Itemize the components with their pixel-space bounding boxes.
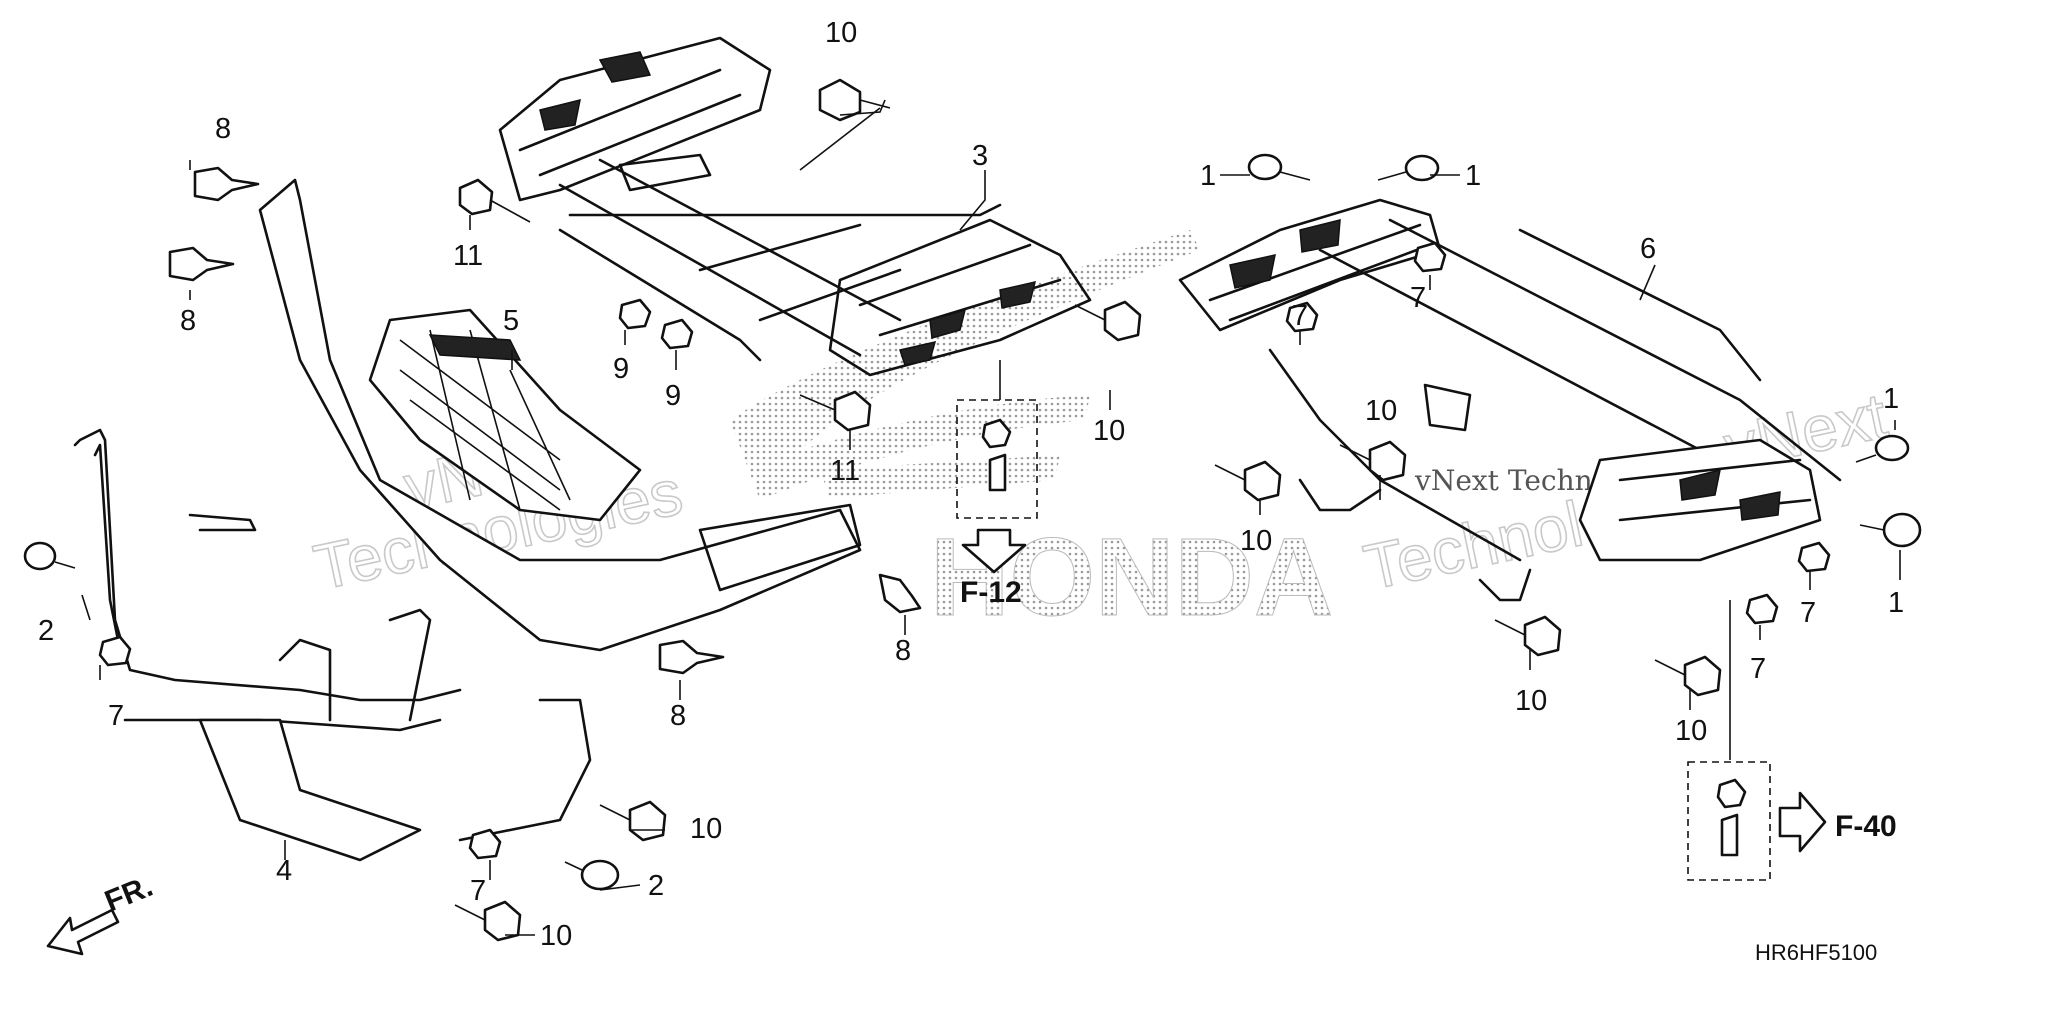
callout-label: 9 (665, 380, 681, 412)
nut-icon (98, 635, 132, 667)
callout-label: 1 (1200, 160, 1216, 192)
honda-logo-text: HONDA (930, 516, 1333, 639)
callout-label: 2 (648, 870, 664, 902)
callouts-right: 1 1 1 1 6 7 7 10 10 10 7 7 10 (1200, 160, 1904, 747)
grommet-icon (1859, 512, 1922, 548)
front-carrier-rack (498, 36, 1092, 377)
honda-wing-logo: HONDA (730, 230, 1334, 640)
nut-icon (1413, 241, 1447, 273)
grommet-icon (1855, 434, 1910, 463)
arrow-down-icon (961, 528, 1027, 574)
nut-icon (1745, 593, 1779, 625)
callout-label: 10 (540, 920, 572, 952)
front-fender-grille (258, 178, 862, 652)
clip-icon (193, 166, 260, 202)
callout-label: 11 (453, 240, 483, 272)
nut-icon (660, 318, 694, 350)
callout-label: 1 (1465, 160, 1481, 192)
arrow-front-icon (46, 908, 120, 956)
ref-arrow-f12: F-12 (960, 528, 1027, 609)
nut-icon (618, 298, 652, 330)
rear-carrier-rack (1178, 198, 1842, 602)
callout-label: 7 (1292, 300, 1308, 332)
callout-label: 2 (38, 615, 54, 647)
callout-label: 8 (670, 700, 686, 732)
callout-label: 8 (215, 113, 231, 145)
arrow-right-icon (1778, 791, 1827, 853)
bolt-icon (1494, 615, 1562, 657)
leader-lines (81, 99, 1901, 936)
ref-label-f40: F-40 (1835, 810, 1897, 843)
fasteners (23, 78, 1922, 942)
clip-icon (878, 573, 922, 614)
bolt-icon (1654, 655, 1722, 697)
detail-box-f12 (956, 399, 1038, 519)
callout-label: 3 (972, 140, 988, 172)
callout-label: 9 (613, 353, 629, 385)
nut-icon (468, 828, 502, 860)
callout-label: 7 (470, 875, 486, 907)
callout-label: 7 (1410, 282, 1426, 314)
callout-label: 10 (690, 813, 722, 845)
callout-label: 8 (895, 635, 911, 667)
bolt-icon (818, 78, 891, 122)
grommet-icon (1247, 153, 1311, 181)
front-label: FR. (100, 870, 157, 919)
callout-label: 10 (1093, 415, 1125, 447)
grommet-icon (564, 859, 620, 891)
callout-label: 4 (276, 855, 292, 887)
callout-label: 1 (1888, 587, 1904, 619)
ref-label-f12: F-12 (960, 576, 1022, 609)
callouts-left: 8 8 5 2 7 4 10 7 10 2 8 8 (38, 113, 911, 952)
bolt-icon (1214, 460, 1282, 502)
ref-arrow-f40: F-40 (1778, 791, 1897, 853)
callout-label: 1 (1883, 383, 1899, 415)
callout-label: 7 (1800, 597, 1816, 629)
bolt-icon (1074, 300, 1142, 342)
diagram-code: HR6HF5100 (1755, 940, 1877, 965)
bolt-icon (458, 178, 531, 223)
clip-icon (168, 246, 235, 282)
nut-icon (1285, 301, 1319, 333)
callout-label: 7 (108, 700, 124, 732)
bolt-icon (799, 390, 872, 432)
detail-box-f40 (1687, 761, 1771, 881)
callout-label: 10 (1240, 525, 1272, 557)
callout-label: 10 (1675, 715, 1707, 747)
grommet-icon (23, 541, 76, 571)
callout-label: 5 (503, 305, 519, 337)
callout-label: 8 (180, 305, 196, 337)
callout-label: 10 (825, 17, 857, 49)
grommet-icon (1377, 154, 1440, 182)
callouts-center: 10 3 11 9 9 11 10 (453, 17, 1125, 487)
front-bumper-guard (73, 428, 592, 862)
callout-label: 11 (830, 455, 860, 487)
callout-label: 10 (1515, 685, 1547, 717)
nut-icon (1797, 541, 1831, 573)
clip-icon (658, 639, 725, 675)
bolt-icon (1339, 440, 1407, 482)
bolt-icon (599, 800, 667, 842)
front-direction-marker: FR. (46, 870, 157, 956)
callout-label: 10 (1365, 395, 1397, 427)
callout-label: 6 (1640, 233, 1656, 265)
callout-label: 7 (1750, 653, 1766, 685)
